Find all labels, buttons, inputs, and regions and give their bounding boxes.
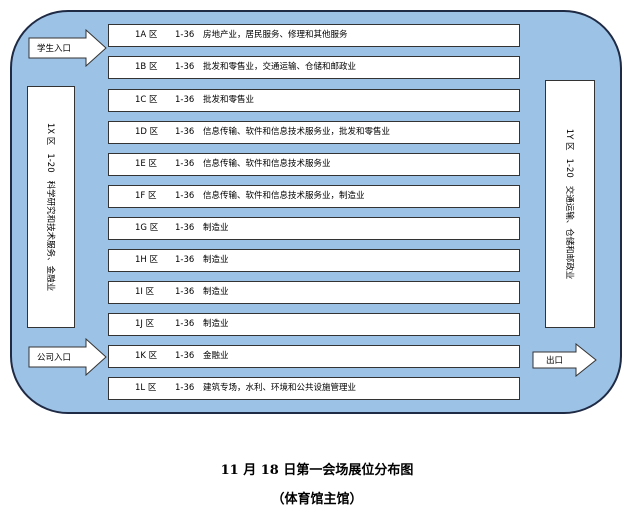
- zone-row: 1I 区 1-36 制造业: [108, 281, 520, 304]
- zone-id: 1E 区: [135, 159, 157, 169]
- side-zone-1x-range: 1-20: [45, 153, 55, 173]
- zone-range: 1-36: [175, 127, 195, 137]
- zone-row: 1H 区 1-36 制造业: [108, 249, 520, 272]
- company-entrance-label: 公司入口: [37, 353, 72, 363]
- zone-range: 1-36: [175, 62, 195, 72]
- zone-industry: 信息传输、软件和信息技术服务业，制造业: [203, 191, 365, 201]
- zone-range: 1-36: [175, 159, 195, 169]
- zone-industry: 信息传输、软件和信息技术服务业，批发和零售业: [203, 127, 391, 137]
- zone-range: 1-36: [175, 30, 195, 40]
- zone-range: 1-36: [175, 319, 195, 329]
- side-zone-1x: 1X 区 1-20 科学研究和技术服务、金融业: [27, 86, 75, 328]
- zone-range: 1-36: [175, 223, 195, 233]
- side-zone-1y-industry: 交通运输、仓储和邮政业: [564, 185, 574, 280]
- zone-id: 1J 区: [135, 319, 155, 329]
- side-zone-1y-range: 1-20: [564, 158, 574, 178]
- zone-id: 1L 区: [135, 383, 157, 393]
- zone-industry: 房地产业，居民服务、修理和其他服务: [203, 30, 348, 40]
- student-entrance-label: 学生入口: [37, 44, 72, 54]
- exit-arrow: 出口: [532, 343, 598, 377]
- zone-range: 1-36: [175, 287, 195, 297]
- side-zone-1x-industry: 科学研究和技术服务、金融业: [45, 180, 55, 292]
- zone-id: 1A 区: [135, 30, 158, 40]
- zone-industry: 制造业: [203, 223, 229, 233]
- zone-industry: 批发和零售业: [203, 95, 255, 105]
- zone-industry: 建筑专场，水利、环境和公共设施管理业: [203, 383, 357, 393]
- student-entrance-arrow: 学生入口: [28, 29, 108, 67]
- zone-row: 1J 区 1-36 制造业: [108, 313, 520, 336]
- zone-row: 1B 区 1-36 批发和零售业，交通运输、仓储和邮政业: [108, 56, 520, 79]
- side-zone-1y-text: 1Y 区 1-20 交通运输、仓储和邮政业: [564, 125, 576, 284]
- zone-id: 1I 区: [135, 287, 155, 297]
- diagram-subtitle: （体育馆主馆）: [271, 492, 363, 507]
- zone-row: 1C 区 1-36 批发和零售业: [108, 89, 520, 112]
- exit-label: 出口: [546, 356, 564, 366]
- zone-industry: 信息传输、软件和信息技术服务业: [203, 159, 331, 169]
- zone-row: 1E 区 1-36 信息传输、软件和信息技术服务业: [108, 153, 520, 176]
- zone-range: 1-36: [175, 191, 195, 201]
- zone-row: 1L 区 1-36 建筑专场，水利、环境和公共设施管理业: [108, 377, 520, 400]
- zone-id: 1B 区: [135, 62, 158, 72]
- zone-id: 1K 区: [135, 351, 158, 361]
- zone-row: 1K 区 1-36 金融业: [108, 345, 520, 368]
- zone-industry: 金融业: [203, 351, 229, 361]
- zone-industry: 制造业: [203, 287, 229, 297]
- zone-id: 1G 区: [135, 223, 159, 233]
- diagram-title: 11 月 18 日第一会场展位分布图: [220, 463, 414, 478]
- side-zone-1y-id: 1Y 区: [564, 128, 574, 151]
- zone-range: 1-36: [175, 255, 195, 265]
- zone-industry: 制造业: [203, 255, 229, 265]
- zone-industry: 批发和零售业，交通运输、仓储和邮政业: [203, 62, 357, 72]
- side-zone-1x-id: 1X 区: [45, 122, 55, 146]
- zone-range: 1-36: [175, 351, 195, 361]
- side-zone-1x-text: 1X 区 1-20 科学研究和技术服务、金融业: [45, 119, 57, 295]
- side-zone-1y: 1Y 区 1-20 交通运输、仓储和邮政业: [545, 80, 595, 328]
- zone-id: 1F 区: [135, 191, 157, 201]
- zone-range: 1-36: [175, 383, 195, 393]
- zone-id: 1C 区: [135, 95, 158, 105]
- zone-row: 1G 区 1-36 制造业: [108, 217, 520, 240]
- zone-row: 1F 区 1-36 信息传输、软件和信息技术服务业，制造业: [108, 185, 520, 208]
- zone-id: 1D 区: [135, 127, 159, 137]
- company-entrance-arrow: 公司入口: [28, 338, 108, 376]
- zone-id: 1H 区: [135, 255, 159, 265]
- zone-row: 1A 区 1-36 房地产业，居民服务、修理和其他服务: [108, 24, 520, 47]
- zone-row: 1D 区 1-36 信息传输、软件和信息技术服务业，批发和零售业: [108, 121, 520, 144]
- zone-industry: 制造业: [203, 319, 229, 329]
- zone-range: 1-36: [175, 95, 195, 105]
